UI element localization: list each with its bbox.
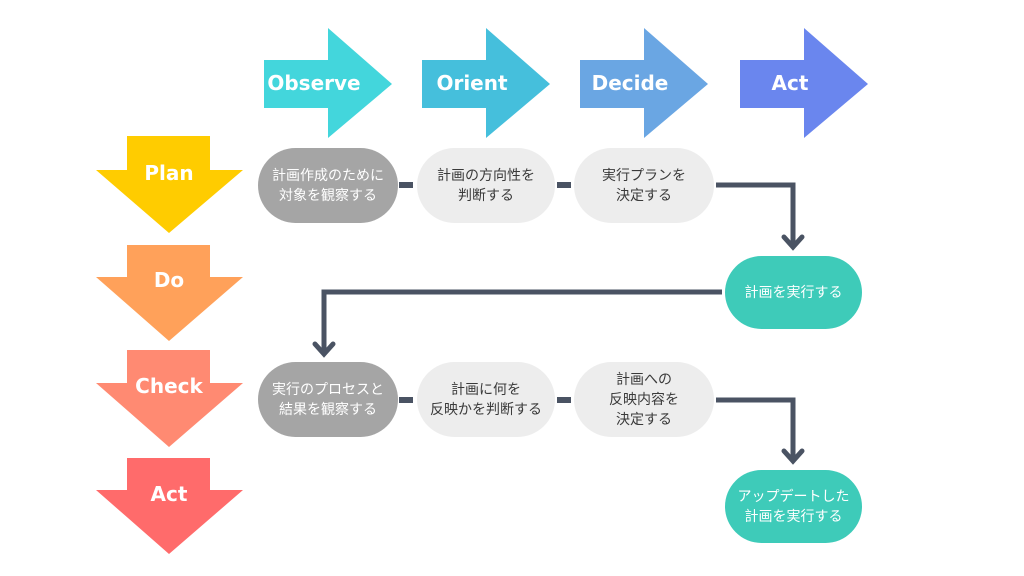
ooda-label-act: Act (771, 71, 809, 95)
connector-dash (399, 397, 413, 403)
node-check-observe: 実行のプロセスと 結果を観察する (258, 362, 398, 437)
ooda-arrow-decide (580, 28, 708, 138)
node-do-act: 計画を実行する (725, 256, 862, 329)
node-check-orient: 計画に何を 反映かを判断する (417, 362, 555, 437)
pdca-label-act: Act (150, 482, 188, 506)
node-act-act: アップデートした 計画を実行する (725, 470, 862, 543)
connector-line-check-to-act (716, 397, 796, 460)
ooda-arrow-observe (264, 28, 392, 138)
pdca-arrow-plan (96, 136, 243, 233)
ooda-label-decide: Decide (591, 71, 669, 95)
ooda-label-observe: Observe (267, 71, 361, 95)
node-plan-observe: 計画作成のために 対象を観察する (258, 148, 398, 223)
connector-dash (557, 397, 571, 403)
pdca-arrow-do (96, 245, 243, 341)
connector-line-plan-to-do (716, 182, 796, 246)
node-check-decide: 計画への 反映内容を 決定する (574, 362, 714, 437)
connector-arrowhead (781, 448, 805, 465)
connector-dash (557, 182, 571, 188)
node-plan-decide: 実行プランを 決定する (574, 148, 714, 223)
pdca-arrow-act (96, 458, 243, 554)
pdca-arrow-check (96, 350, 243, 447)
pdca-label-plan: Plan (144, 161, 194, 185)
connector-line-do-to-check (321, 289, 722, 353)
connector-arrowhead (312, 341, 336, 358)
connector-arrowhead (781, 234, 805, 251)
pdca-label-check: Check (135, 374, 203, 398)
ooda-label-orient: Orient (436, 71, 508, 95)
node-plan-orient: 計画の方向性を 判断する (417, 148, 555, 223)
connector-dash (399, 182, 413, 188)
ooda-arrow-act (740, 28, 868, 138)
ooda-arrow-orient (422, 28, 550, 138)
pdca-label-do: Do (153, 268, 185, 292)
